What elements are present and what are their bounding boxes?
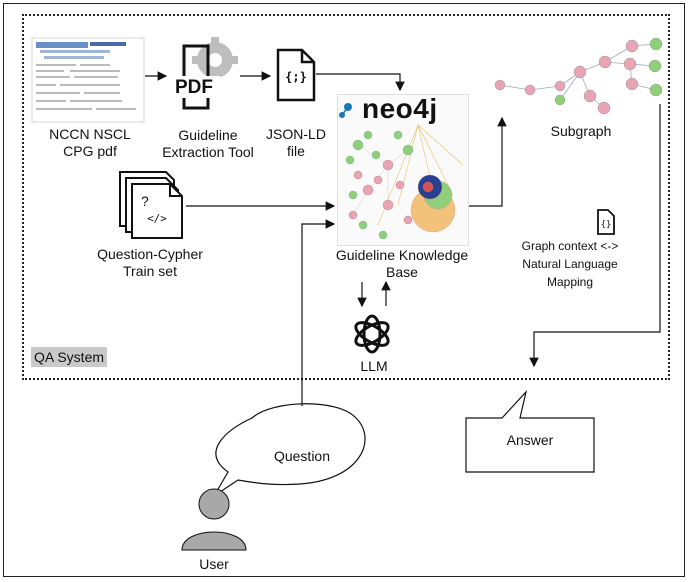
user-label: User	[199, 556, 229, 572]
mapping-line2: Natural Language	[522, 257, 618, 271]
neo4j-logo: neo4j	[362, 93, 438, 124]
train-set-line2: Train set	[123, 263, 177, 279]
knowledge-base-label: Guideline Knowledge Base	[330, 247, 474, 281]
mapping-file-icon	[597, 209, 615, 235]
mapping-line1: Graph context <->	[521, 239, 619, 253]
pdf-source-line2: CPG pdf	[63, 143, 117, 159]
knowledge-base-line1: Guideline Knowledge	[335, 247, 469, 263]
neo4j-graph-visual	[339, 103, 464, 240]
extraction-tool-label: Guideline Extraction Tool	[150, 127, 266, 161]
code-icon-text: </>	[147, 212, 167, 225]
mapping-label: Graph context <-> Natural Language Mappi…	[508, 237, 632, 291]
train-set-line1: Question-Cypher	[97, 246, 203, 262]
svg-text:?: ?	[141, 193, 149, 209]
pdf-source-line1: NCCN NSCL	[49, 126, 131, 142]
question-label: Question	[273, 448, 331, 464]
llm-label: LLM	[360, 358, 388, 374]
qa-system-boundary	[22, 14, 670, 380]
jsonld-line2: file	[287, 143, 305, 159]
subgraph-label: Subgraph	[550, 123, 612, 139]
mapping-line3: Mapping	[546, 275, 594, 289]
answer-speech-box	[465, 389, 595, 473]
extraction-tool-line1: Guideline	[178, 127, 238, 143]
json-file-icon	[276, 48, 316, 102]
diagram-frame	[3, 3, 685, 577]
question-speech-bubble	[213, 403, 366, 497]
qa-system-label: QA System	[31, 347, 108, 367]
pdf-document-thumbnail	[31, 37, 145, 123]
arrow-question-to-kb	[301, 219, 336, 406]
pdf-extraction-icon	[170, 37, 238, 110]
question-cypher-doc-icon: ?	[119, 171, 183, 239]
extraction-tool-line2: Extraction Tool	[162, 144, 254, 160]
knowledge-base-graph-image	[337, 94, 469, 246]
arrow-kb-to-subgraph	[468, 116, 507, 207]
mapping-icon-text: {}	[601, 220, 612, 230]
arrow-mapping-to-answer	[529, 104, 661, 368]
json-icon-text: {;}	[285, 70, 307, 84]
jsonld-line1: JSON-LD	[266, 126, 326, 142]
llm-icon	[354, 314, 390, 354]
user-avatar-icon	[181, 488, 247, 551]
arrow-json-to-kb	[316, 73, 405, 92]
train-set-label: Question-Cypher Train set	[80, 246, 220, 280]
answer-label: Answer	[506, 432, 554, 448]
flow-arrows	[145, 71, 661, 406]
pdf-icon-text: PDF	[175, 77, 213, 98]
pdf-source-label: NCCN NSCL CPG pdf	[40, 126, 140, 160]
subgraph-nodes	[494, 37, 663, 115]
knowledge-base-line2: Base	[386, 264, 418, 280]
jsonld-label: JSON-LD file	[256, 126, 336, 160]
